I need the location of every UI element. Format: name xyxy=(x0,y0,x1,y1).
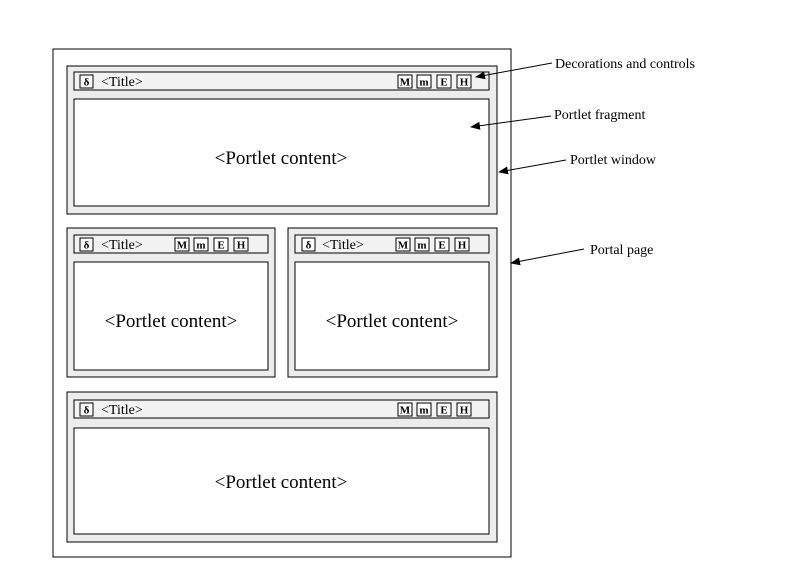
help-label: H xyxy=(460,77,469,89)
portlet-title-bar xyxy=(73,399,490,419)
minimize-label: m xyxy=(419,405,428,417)
maximize-button[interactable]: M xyxy=(395,237,411,252)
help-button[interactable]: H xyxy=(456,402,472,417)
edit-label: E xyxy=(440,77,447,89)
delta-icon: δ xyxy=(84,405,90,417)
portlet-menu-icon[interactable]: δ xyxy=(79,74,94,89)
edit-button[interactable]: E xyxy=(436,402,452,417)
portlet-title: <Title> xyxy=(322,238,364,253)
decorations-label: Decorations and controls xyxy=(555,57,695,72)
maximize-button[interactable]: M xyxy=(397,402,413,417)
maximize-label: M xyxy=(400,77,411,89)
help-button[interactable]: H xyxy=(456,74,472,89)
portlet-content-area xyxy=(73,98,490,207)
portlet-window-bottom: δ <Title> M m E H <Portlet content> xyxy=(66,391,498,543)
edit-button[interactable]: E xyxy=(436,74,452,89)
window-arrow xyxy=(498,159,567,175)
portlet-content-area xyxy=(294,261,490,371)
portlet-content-text: <Portlet content> xyxy=(326,311,459,332)
delta-icon: δ xyxy=(84,77,90,89)
minimize-label: m xyxy=(196,240,205,252)
portlet-menu-icon[interactable]: δ xyxy=(79,237,94,252)
minimize-button[interactable]: m xyxy=(414,237,430,252)
portlet-content-text: <Portlet content> xyxy=(215,472,348,493)
help-label: H xyxy=(458,240,467,252)
page-label: Portal page xyxy=(590,243,653,258)
portlet-title: <Title> xyxy=(101,238,143,253)
portlet-menu-icon[interactable]: δ xyxy=(79,402,94,417)
portlet-title: <Title> xyxy=(101,75,143,90)
fragment-label: Portlet fragment xyxy=(554,108,645,123)
portlet-title: <Title> xyxy=(101,403,143,418)
delta-icon: δ xyxy=(84,240,90,252)
maximize-label: M xyxy=(177,240,188,252)
portlet-content-area xyxy=(73,261,269,371)
delta-icon: δ xyxy=(306,240,312,252)
maximize-label: M xyxy=(400,405,411,417)
fragment-arrow xyxy=(470,115,552,130)
edit-button[interactable]: E xyxy=(434,237,450,252)
portlet-menu-icon[interactable]: δ xyxy=(301,237,316,252)
maximize-label: M xyxy=(398,240,409,252)
minimize-button[interactable]: m xyxy=(193,237,209,252)
decorations-arrow xyxy=(475,62,553,80)
portlet-window-middle-right: δ <Title> M m E H <Portlet content> xyxy=(287,227,498,378)
minimize-label: m xyxy=(417,240,426,252)
help-label: H xyxy=(237,240,246,252)
help-button[interactable]: H xyxy=(454,237,470,252)
minimize-button[interactable]: m xyxy=(416,402,432,417)
portlet-content-text: <Portlet content> xyxy=(105,311,238,332)
edit-label: E xyxy=(217,240,224,252)
portlet-content-area xyxy=(73,427,490,535)
portlet-window-middle-left: δ <Title> M m E H <Portlet content> xyxy=(66,227,276,378)
maximize-button[interactable]: M xyxy=(397,74,413,89)
edit-label: E xyxy=(438,240,445,252)
portlet-title-bar xyxy=(73,71,490,91)
maximize-button[interactable]: M xyxy=(174,237,190,252)
edit-button[interactable]: E xyxy=(213,237,229,252)
edit-label: E xyxy=(440,405,447,417)
portlet-window-top: δ <Title> M m E H <Portlet content> xyxy=(66,65,498,215)
window-label: Portlet window xyxy=(570,153,657,168)
help-label: H xyxy=(460,405,469,417)
minimize-label: m xyxy=(419,77,428,89)
page-arrow xyxy=(510,248,585,266)
portlet-content-text: <Portlet content> xyxy=(215,148,348,169)
minimize-button[interactable]: m xyxy=(416,74,432,89)
help-button[interactable]: H xyxy=(233,237,249,252)
